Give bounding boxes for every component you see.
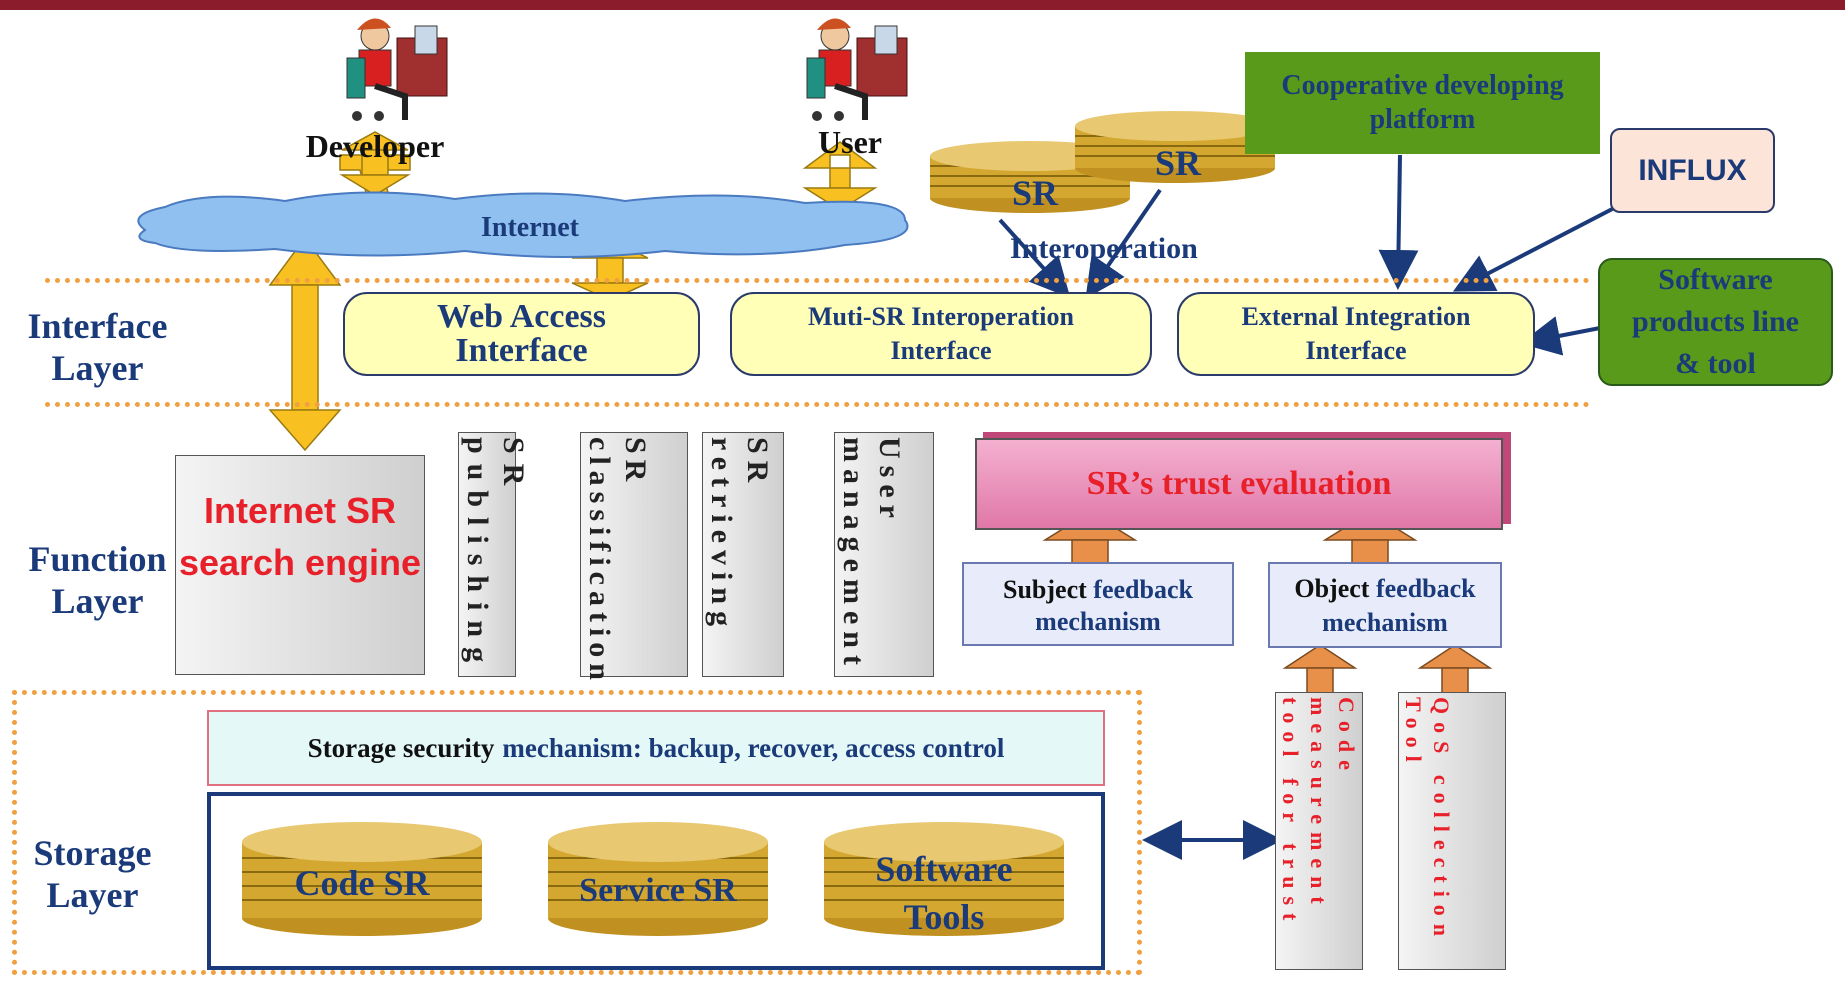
pillar-publishing-label: SR publishing — [461, 437, 530, 673]
function-layer-label: Function Layer — [28, 539, 167, 621]
pillar-user-management-label: User management — [837, 437, 906, 672]
object-feedback-strong: Object — [1294, 574, 1370, 603]
software-tools-label: Software Tools — [875, 849, 1013, 937]
code-measurement-tool: Code measurement tool for trust — [1275, 692, 1363, 970]
pillar-classification: SR classification — [580, 432, 688, 686]
user-internet-arrow — [802, 141, 878, 211]
service-sr-label: Service SR — [579, 872, 737, 909]
storage-layer-region — [12, 690, 1142, 975]
object-feedback-rest: feedback mechanism — [1322, 574, 1476, 637]
products-external-line — [1520, 316, 1601, 356]
storage-security-box: Storage security mechanism: backup, reco… — [207, 710, 1105, 786]
influx-box: INFLUX — [1610, 128, 1775, 213]
subject-feedback-strong: Subject — [1003, 575, 1087, 604]
internet-label: Internet — [481, 212, 579, 243]
subject-feedback-rest: feedback mechanism — [1035, 575, 1193, 636]
code-sr-disk — [242, 822, 482, 936]
pillar-publishing: SR publishing — [458, 432, 530, 677]
sr-disk-2 — [1075, 111, 1275, 183]
muti-sr-interface: Muti-SR Interoperation Interface — [730, 292, 1152, 376]
interface-top-divider — [45, 278, 1590, 283]
developer-figure — [335, 8, 455, 126]
user-icon — [806, 18, 908, 121]
pillar-user-management: User management — [834, 432, 934, 677]
software-products-box: Software products line & tool — [1598, 258, 1833, 386]
object-feedback-box: Object feedback mechanism — [1268, 562, 1502, 648]
developer-label: Developer — [305, 128, 445, 164]
storage-layer-label: Storage Layer — [33, 833, 152, 915]
trust-evaluation-label: SR’s trust evaluation — [1086, 465, 1392, 502]
sr2-interop-line — [1085, 188, 1162, 299]
interface-layer-label: Interface Layer — [27, 306, 168, 388]
subject-feedback-box: Subject feedback mechanism — [962, 562, 1234, 646]
cooperative-platform-box: Cooperative developing platform — [1245, 52, 1600, 154]
search-engine-box — [175, 455, 425, 675]
code-measurement-label: Code measurement tool for trust — [1278, 697, 1359, 929]
platform-external-line — [1378, 154, 1419, 290]
software-tools-disk — [824, 822, 1064, 936]
web-access-interface: Web Access Interface — [343, 292, 700, 376]
developer-arrow-shape — [339, 131, 411, 196]
qos-collection-label: QoS collection Tool — [1401, 697, 1454, 945]
pillar-retrieving: SR retrieving — [702, 432, 784, 677]
search-engine-label: Internet SR search engine — [178, 490, 422, 583]
storage-security-rest: mechanism: backup, recover, access contr… — [502, 732, 1005, 763]
user-figure — [795, 8, 915, 126]
pillar-retrieving-label: SR retrieving — [705, 437, 774, 634]
trust-evaluation-box — [975, 438, 1503, 530]
qos-collection-tool: QoS collection Tool — [1398, 692, 1506, 970]
top-banner — [0, 0, 1845, 10]
developer-icon — [346, 18, 448, 121]
software-products-label: Software products line & tool — [1632, 263, 1799, 380]
user-label: User — [818, 124, 882, 160]
code-sr-label: Code SR — [294, 863, 430, 903]
pillar-classification-label: SR classification — [583, 437, 652, 686]
sr-label-2: SR — [1154, 143, 1202, 183]
interoperation-label: Interoperation — [1010, 232, 1198, 265]
external-integration-interface: External Integration Interface — [1177, 292, 1535, 376]
storage-security-strong: Storage security — [307, 732, 495, 763]
sr-label-1: SR — [1011, 173, 1059, 213]
internet-cloud — [137, 191, 909, 258]
interface-bottom-divider — [45, 402, 1590, 407]
service-sr-disk — [548, 822, 768, 936]
influx-external-line — [1452, 203, 1621, 292]
internet-search-engine-arrow — [268, 236, 342, 452]
